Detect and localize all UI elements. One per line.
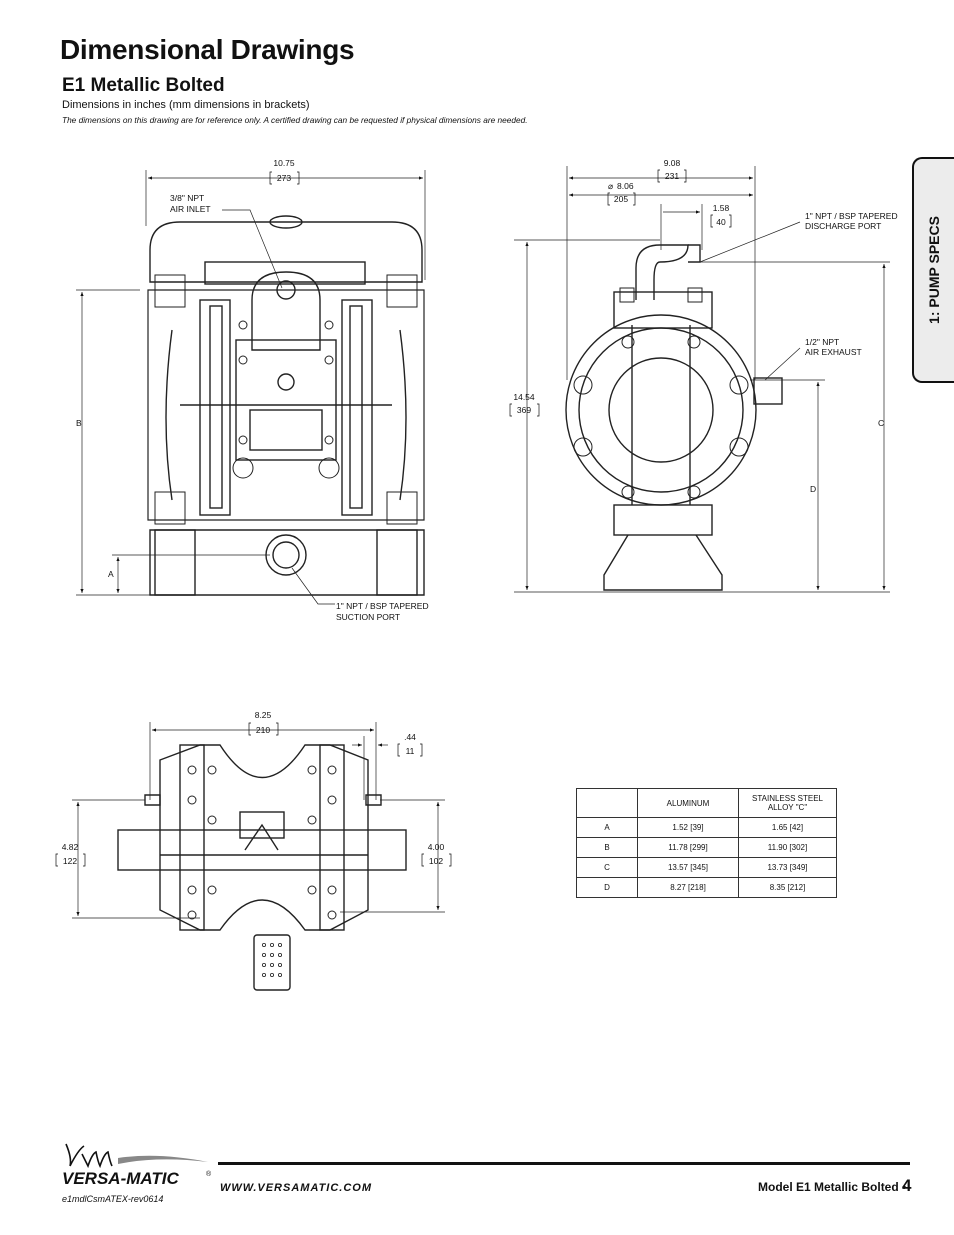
dimensions-note: Dimensions in inches (mm dimensions in b…: [62, 99, 310, 111]
dim-label-b: B: [76, 418, 82, 428]
dim-label-c: C: [878, 418, 884, 428]
side-width-mm: 231: [665, 171, 679, 181]
section-subtitle: E1 Metallic Bolted: [62, 75, 225, 96]
dim-label-d: D: [810, 484, 816, 494]
document-code: e1mdlCsmATEX-rev0614: [62, 1194, 164, 1204]
bottom-width-in: 8.25: [255, 710, 272, 720]
table-header-row: ALUMINUM STAINLESS STEEL ALLOY "C": [576, 788, 837, 818]
section-side-tab[interactable]: 1: PUMP SPECS: [912, 157, 954, 383]
table-cell: 1.52 [39]: [637, 817, 739, 838]
footer-website-link[interactable]: WWW.VERSAMATIC.COM: [220, 1182, 373, 1194]
table-cell: 11.78 [299]: [637, 837, 739, 858]
table-cell: C: [576, 857, 638, 878]
side-diameter-in: 8.06: [617, 181, 634, 191]
side-view-labels: 9.08 231 ⌀ 8.06 205 1.58 40 14.54 369 1"…: [509, 158, 898, 494]
side-height-in: 14.54: [513, 392, 535, 402]
dimension-table: ALUMINUM STAINLESS STEEL ALLOY "C" A 1.5…: [576, 788, 837, 898]
offset-mm: 40: [716, 217, 726, 227]
table-row: D 8.27 [218] 8.35 [212]: [576, 877, 837, 898]
bottom-view-labels: 8.25 210 .44 11 4.82 122 4.00 102: [55, 710, 452, 867]
table-row: B 11.78 [299] 11.90 [302]: [576, 837, 837, 858]
table-header-blank: [576, 788, 638, 818]
side-view-drawing: [514, 166, 890, 593]
discharge-label-2: DISCHARGE PORT: [805, 221, 881, 231]
versa-matic-logo: VERSA-MATIC ®: [62, 1143, 212, 1188]
front-view-drawing: [76, 170, 426, 605]
disclaimer-note: The dimensions on this drawing are for r…: [62, 115, 528, 125]
table-cell: B: [576, 837, 638, 858]
table-cell: 8.35 [212]: [738, 877, 837, 898]
table-cell: A: [576, 817, 638, 838]
bottom-width-mm: 210: [256, 725, 270, 735]
footer-model-name: Model E1 Metallic Bolted •: [758, 1180, 907, 1194]
air-inlet-label-1: 3/8" NPT: [170, 193, 204, 203]
air-inlet-label-2: AIR INLET: [170, 204, 211, 214]
table-cell: 8.27 [218]: [637, 877, 739, 898]
page-number: 4: [902, 1176, 912, 1195]
side-height-mm: 369: [517, 405, 531, 415]
bottom-view-drawing: [72, 722, 445, 991]
discharge-label-1: 1" NPT / BSP TAPERED: [805, 211, 898, 221]
side-width-in: 9.08: [664, 158, 681, 168]
table-cell: 13.57 [345]: [637, 857, 739, 878]
diameter-symbol: ⌀: [608, 181, 614, 191]
dim-label-a: A: [108, 569, 114, 579]
footer-rule: [218, 1162, 910, 1165]
suction-label-2: SUCTION PORT: [336, 612, 400, 622]
page-title: Dimensional Drawings: [60, 34, 355, 65]
exhaust-label-2: AIR EXHAUST: [805, 347, 862, 357]
table-header-aluminum: ALUMINUM: [637, 788, 739, 818]
logo-wordmark: VERSA-MATIC: [62, 1169, 180, 1188]
table-cell: D: [576, 877, 638, 898]
side-diameter-mm: 205: [614, 194, 628, 204]
front-width-mm: 273: [277, 173, 291, 183]
table-cell: 1.65 [42]: [738, 817, 837, 838]
table-row: A 1.52 [39] 1.65 [42]: [576, 817, 837, 838]
front-view-labels: 10.75 273 3/8" NPT AIR INLET 1" NPT / BS…: [76, 158, 429, 622]
bottom-left-in: 4.82: [62, 842, 79, 852]
suction-label-1: 1" NPT / BSP TAPERED: [336, 601, 429, 611]
bottom-right-mm: 102: [429, 856, 443, 866]
exhaust-label-1: 1/2" NPT: [805, 337, 839, 347]
registered-mark: ®: [206, 1170, 212, 1178]
slot-in: .44: [404, 732, 416, 742]
table-header-stainless: STAINLESS STEEL ALLOY "C": [738, 788, 837, 818]
bottom-right-in: 4.00: [428, 842, 445, 852]
table-cell: 13.73 [349]: [738, 857, 837, 878]
front-width-in: 10.75: [273, 158, 295, 168]
offset-in: 1.58: [713, 203, 730, 213]
slot-mm: 11: [406, 746, 415, 756]
bottom-left-mm: 122: [63, 856, 77, 866]
table-cell: 11.90 [302]: [738, 837, 837, 858]
table-row: C 13.57 [345] 13.73 [349]: [576, 857, 837, 878]
